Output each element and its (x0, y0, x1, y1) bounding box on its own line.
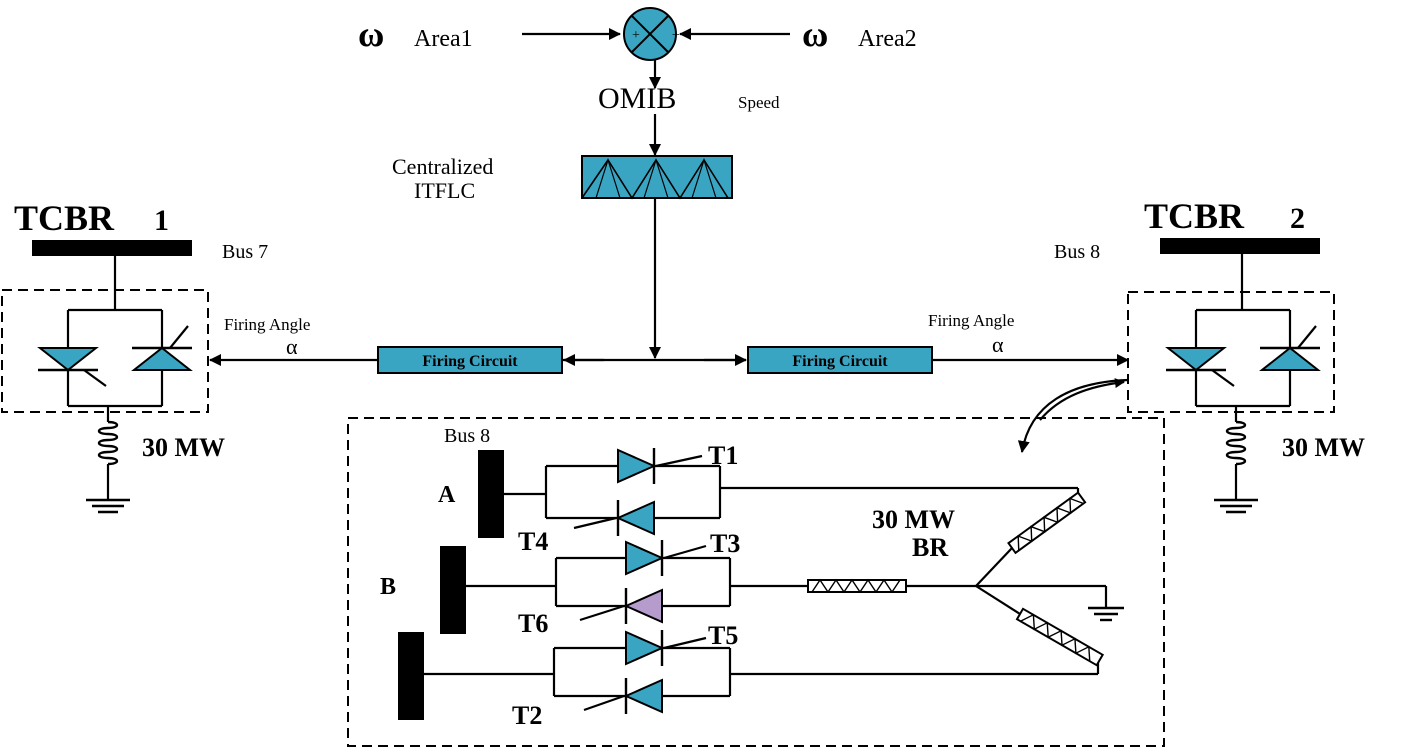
omega-area1-subscript: Area1 (414, 26, 473, 52)
wye-braking-resistor (807, 491, 1124, 667)
left-firing-circuit: Firing Circuit (377, 346, 563, 374)
left-alpha-label: α (286, 334, 298, 359)
summing-junction: + − (623, 7, 680, 61)
tcbr1-title-sub: 1 (154, 204, 169, 237)
br-rating-line1: 30 MW (872, 505, 955, 534)
tcbr2-title-sub: 2 (1290, 202, 1305, 235)
tcbr1-boundary (1, 289, 209, 413)
tcbr2-resistor-ground (1214, 406, 1258, 514)
phase-b-label: B (380, 574, 396, 600)
controller-label-line2: ITFLC (414, 178, 475, 203)
controller-label-line1: Centralized (392, 154, 493, 179)
tcbr1-load-label: 30 MW (142, 433, 225, 462)
omega-area2-subscript: Area2 (858, 26, 917, 52)
detail-bus-label: Bus 8 (444, 425, 490, 447)
detail-boundary (347, 417, 1165, 747)
right-firing-angle-label: Firing Angle (928, 311, 1014, 330)
t5-label: T5 (708, 621, 738, 650)
omega-area2-symbol: ω (802, 14, 828, 54)
omib-subscript: Speed (738, 93, 780, 112)
tcbr1-resistor-ground (86, 406, 130, 514)
bus8-label: Bus 8 (1054, 241, 1100, 263)
right-alpha-label: α (992, 332, 1004, 357)
left-firing-angle-label: Firing Angle (224, 315, 310, 334)
tcbr2-load-label: 30 MW (1282, 433, 1365, 462)
omega-area1-symbol: ω (358, 14, 384, 54)
itflc-controller-block (581, 155, 733, 200)
bus7-label: Bus 7 (222, 241, 268, 263)
tcbr2-title-main: TCBR (1144, 196, 1245, 236)
detail-callout-arrow-up (1039, 378, 1125, 421)
t3-label: T3 (710, 529, 740, 558)
phase-b-busbar (440, 546, 466, 634)
omib-main: OMIB (598, 82, 676, 115)
tcbr1-title-main: TCBR (14, 198, 115, 238)
phase-a-label: A (438, 482, 456, 508)
omega-area1-label: ω Area1 (358, 14, 473, 54)
phase-c-thyristors (424, 630, 1100, 714)
summer-plus-sign: + (632, 28, 640, 43)
tcbr1-title: TCBR 1 (14, 198, 169, 238)
tcbr2-boundary (1127, 291, 1335, 413)
tcbr2-thyristor-pair (1165, 254, 1321, 408)
t1-label: T1 (708, 441, 738, 470)
omega-area2-label: ω Area2 (802, 14, 917, 54)
detail-callout-arrow-down (1017, 378, 1129, 453)
phase-a-busbar (478, 450, 504, 538)
left-firing-circuit-label: Firing Circuit (422, 353, 518, 370)
t6-label: T6 (518, 609, 548, 638)
right-firing-circuit-label: Firing Circuit (792, 353, 888, 370)
tcbr1-thyristor-pair (37, 256, 193, 408)
bus7-busbar (32, 240, 192, 256)
right-firing-circuit: Firing Circuit (747, 346, 933, 374)
br-rating-line2: BR (912, 533, 948, 562)
bus8-busbar (1160, 238, 1320, 254)
phase-b-thyristors (466, 540, 808, 624)
summer-minus-sign: − (672, 28, 680, 43)
tcbr2-title: TCBR 2 (1144, 196, 1305, 236)
t4-label: T4 (518, 527, 548, 556)
omib-speed-label: OMIB Speed (598, 82, 780, 115)
phase-c-busbar (398, 632, 424, 720)
phase-a-thyristors (504, 448, 1080, 536)
t2-label: T2 (512, 701, 542, 730)
